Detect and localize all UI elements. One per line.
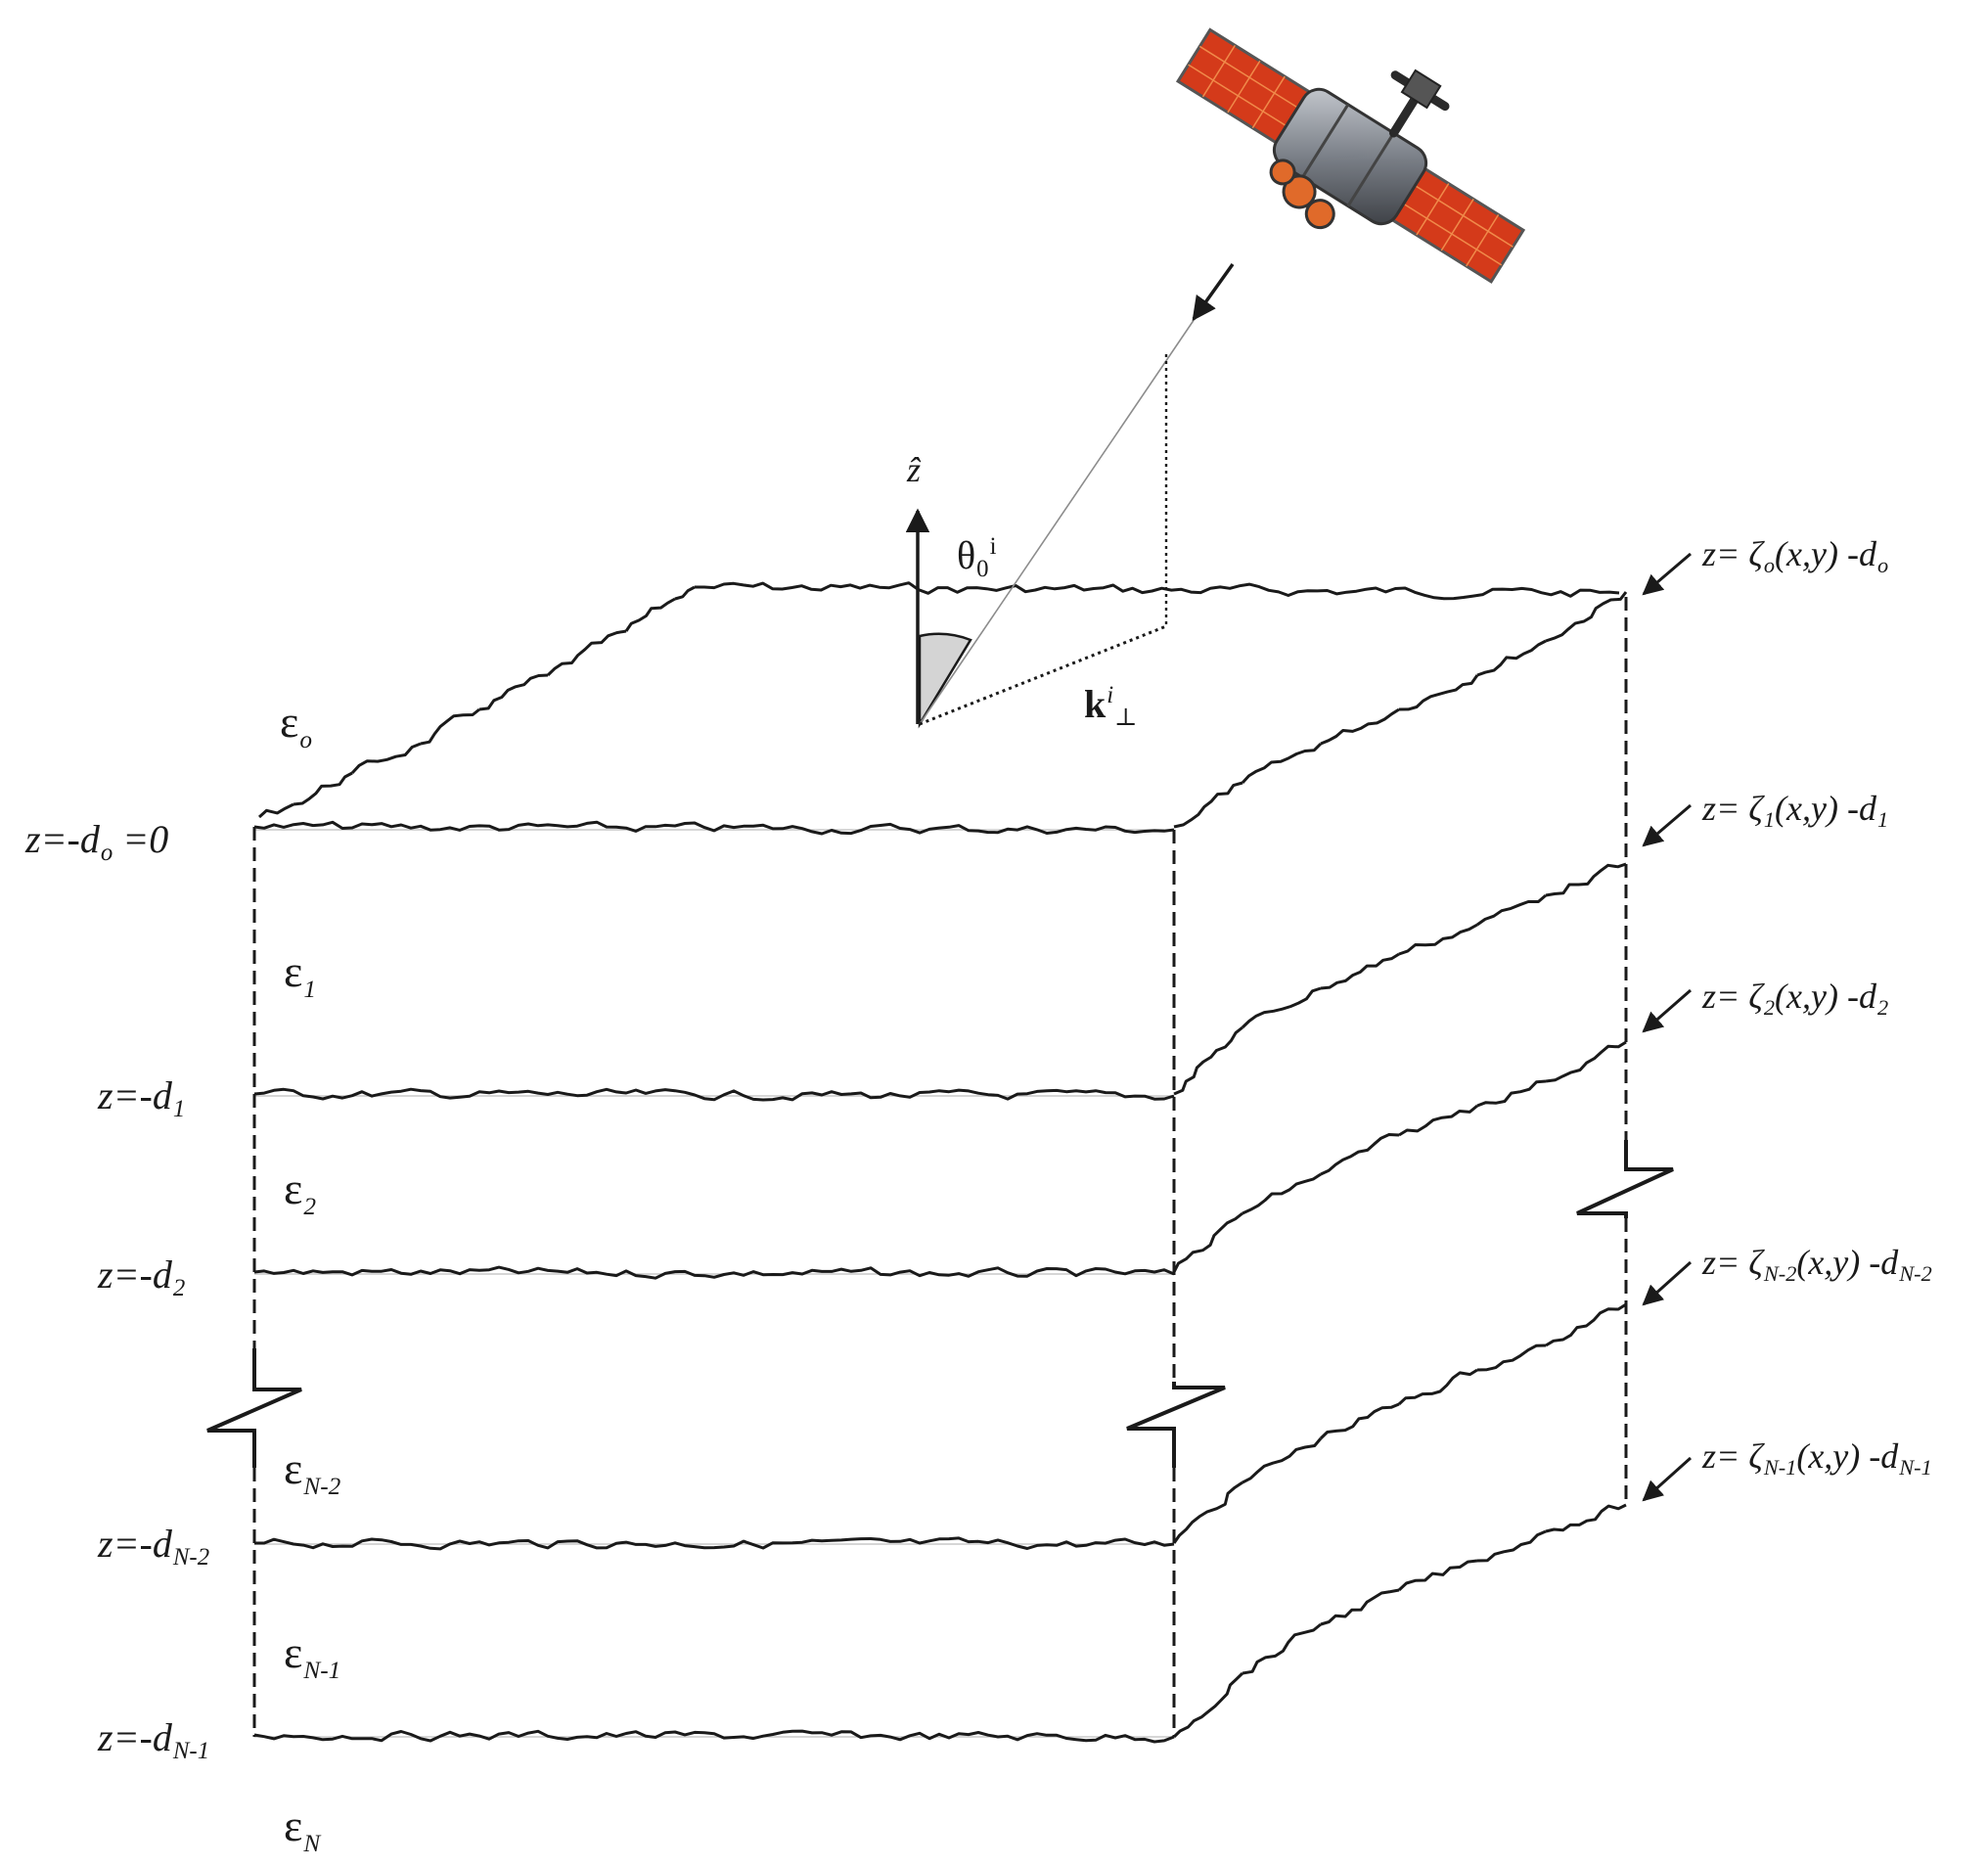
box-edges [252, 597, 1628, 1737]
top-surface-right-edge [1398, 674, 1479, 711]
k-perp-projection [919, 624, 1167, 726]
interface-front-1 [253, 1087, 1175, 1102]
break-symbols [206, 1140, 1674, 1468]
top-surface-left-edge [293, 771, 353, 806]
surface-label-0: z= ζo(x,y) -do [1702, 534, 1889, 578]
interface-front-N2 [254, 1536, 1175, 1551]
layer-label-epsN2: εN-2 [284, 1443, 341, 1501]
k-perp-label: ki⊥ [1084, 681, 1138, 731]
interface-side-N2 [1397, 1368, 1478, 1406]
interface-front-0 [253, 820, 1175, 836]
interface-side-2 [1320, 1133, 1400, 1176]
layer-label-eps2: ε2 [284, 1163, 316, 1221]
reference-lines [254, 829, 1174, 1738]
interface-side-2 [1242, 1172, 1322, 1215]
surface-label-N2: z= ζN-2(x,y) -dN-2 [1702, 1243, 1932, 1287]
theta-label: θ0i [957, 532, 997, 582]
interface-side-N1 [1397, 1559, 1478, 1592]
top-surface-left-edge [258, 802, 294, 819]
top-surface-left-edge [420, 707, 480, 746]
interface-side-N1 [1545, 1503, 1627, 1533]
depth-label-dN2: z=-dN-2 [98, 1522, 210, 1571]
interface-side-1 [1476, 893, 1547, 927]
top-surface-left-edge [674, 585, 696, 601]
interface-side-N1 [1242, 1622, 1322, 1675]
depth-label-d1: z=-d1 [98, 1073, 186, 1122]
surface-label-2: z= ζ2(x,y) -d2 [1702, 977, 1889, 1021]
interface-side-N2 [1545, 1302, 1627, 1347]
incident-ray [919, 312, 1199, 725]
interface-side-1 [1545, 862, 1627, 897]
top-surface-left-edge [624, 597, 676, 632]
interface-side-N1 [1476, 1529, 1547, 1563]
interface-side-N1 [1320, 1588, 1400, 1626]
interface-side-1 [1241, 986, 1322, 1029]
interface-side-2 [1476, 1079, 1547, 1108]
surface-label-1: z= ζ1(x,y) -d1 [1702, 789, 1889, 833]
top-surface-left-edge [546, 629, 627, 677]
top-surface-right-edge [1173, 781, 1243, 829]
interface-side-N1 [1172, 1671, 1244, 1739]
interface-side-N2 [1476, 1343, 1547, 1372]
top-surface-right-edge [1476, 639, 1547, 677]
layer-label-eps1: ε1 [284, 946, 316, 1004]
surface-label-N1: z= ζN-1(x,y) -dN-1 [1702, 1436, 1932, 1480]
depth-label-d0: z=-do =0 [25, 817, 169, 866]
top-surface-right-edge [1545, 591, 1628, 643]
arrow-icon [1192, 262, 1235, 321]
interface-side-N2 [1172, 1480, 1243, 1544]
interface-front-N1 [253, 1729, 1175, 1744]
interface-front-2 [253, 1265, 1175, 1280]
depth-label-dN1: z=-dN-1 [98, 1715, 210, 1764]
label-pointers [1642, 552, 1693, 1502]
layer-label-epsN1: εN-1 [284, 1627, 341, 1685]
interface-side-2 [1398, 1104, 1478, 1137]
z-axis-label: ẑ [907, 450, 922, 489]
top-surface-left-edge [478, 673, 549, 711]
interface-side-N2 [1319, 1402, 1400, 1440]
interface-side-1 [1398, 923, 1478, 956]
top-surface-left-edge [350, 742, 422, 775]
interface-side-2 [1545, 1040, 1627, 1083]
layer-label-eps0: εo [280, 697, 312, 754]
interface-side-2 [1172, 1211, 1243, 1273]
layer-label-epsN: εN [284, 1800, 321, 1858]
interface-side-1 [1173, 1025, 1243, 1096]
top-surface-right-edge [1320, 707, 1400, 746]
rough-interfaces [253, 581, 1628, 1744]
incidence-angle-wedge [918, 632, 972, 729]
satellite-icon [1175, 27, 1526, 284]
interface-side-N2 [1242, 1437, 1323, 1484]
depth-label-d2: z=-d2 [98, 1252, 186, 1301]
interface-side-1 [1320, 952, 1400, 990]
top-surface-right-edge [1241, 742, 1323, 785]
top-surface-back-edge [695, 581, 1620, 601]
